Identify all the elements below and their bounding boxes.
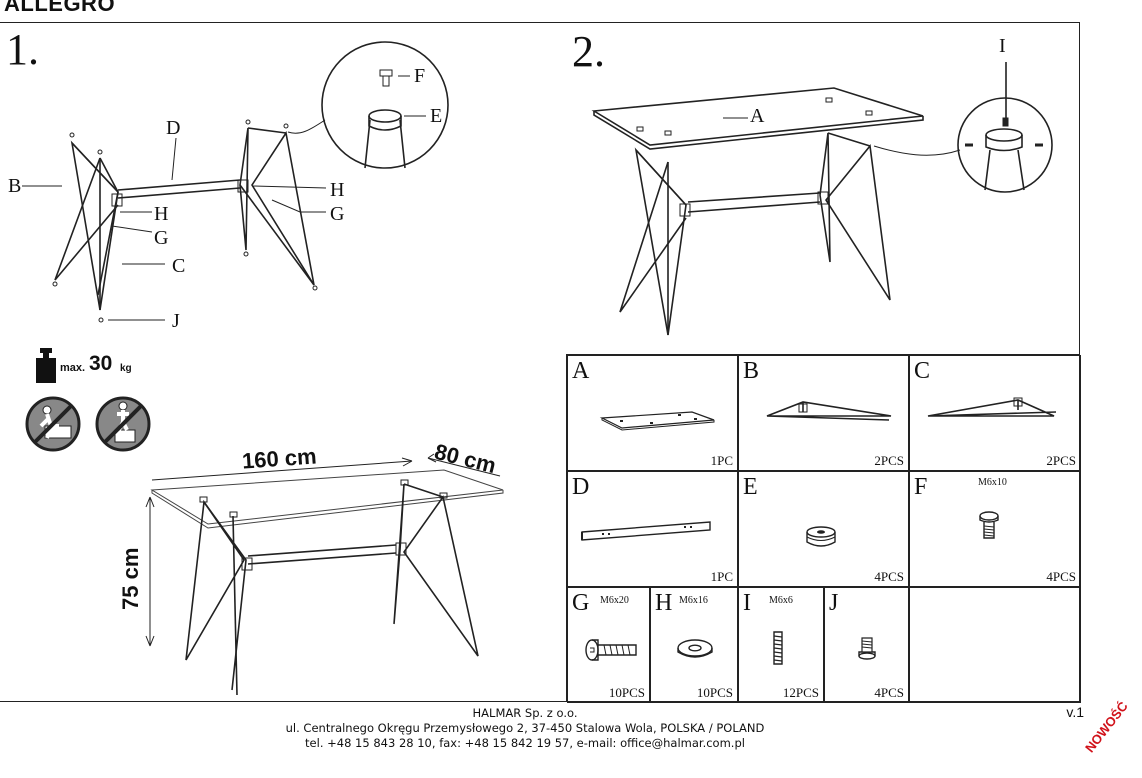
part-letter: D: [572, 474, 590, 500]
dimension-height: 75 cm: [118, 547, 143, 610]
part-letter: B: [743, 358, 760, 384]
part-spec: M6x6: [769, 595, 793, 606]
part-spec: M6x16: [679, 595, 708, 606]
part-cell-i: I M6x6 12PCS: [738, 587, 824, 703]
parts-list: A 1PC B 2PCS C 2PCS D 1PC: [566, 354, 1081, 703]
part-letter: A: [572, 358, 590, 384]
part-cell-a: A 1PC: [567, 355, 738, 471]
max-weight-unit: kg: [120, 363, 132, 374]
step-1-label-d: D: [166, 117, 181, 139]
part-letter: J: [829, 590, 839, 616]
part-cell-d: D 1PC: [567, 471, 738, 587]
step-2-label-i: I: [999, 35, 1006, 57]
part-cell-e: E 4PCS: [738, 471, 909, 587]
part-qty: 4PCS: [1046, 569, 1076, 584]
part-cell-f: F M6x10 4PCS: [909, 471, 1081, 587]
step-2-table-drawing: [591, 62, 1053, 336]
step-1-label-h-left: H: [154, 203, 169, 225]
footer-contact: tel. +48 15 843 28 10, fax: +48 15 842 1…: [305, 736, 745, 750]
beam-icon: [581, 521, 711, 541]
part-qty: 4PCS: [874, 569, 904, 584]
grub-screw-i-icon: [773, 631, 783, 665]
part-qty: 2PCS: [1046, 453, 1076, 468]
step-1-label-f: F: [414, 65, 426, 87]
part-letter: F: [914, 474, 928, 500]
no-standing-icon: [95, 396, 151, 452]
part-qty: 10PCS: [696, 685, 733, 700]
part-cell-g: G M6x20 10PCS: [567, 587, 650, 703]
part-cell-b: B 2PCS: [738, 355, 909, 471]
version-label: v.1: [1066, 704, 1084, 720]
part-cell-h: H M6x16 10PCS: [650, 587, 738, 703]
part-spec: M6x20: [600, 595, 629, 606]
max-weight-value: 30: [89, 352, 113, 375]
max-weight-prefix: max.: [60, 362, 86, 374]
part-letter: I: [743, 590, 751, 616]
part-cell-c: C 2PCS: [909, 355, 1081, 471]
washer-h-icon: [677, 639, 713, 658]
frame-c-icon: [927, 397, 1057, 417]
step-1-label-g-left: G: [154, 227, 169, 249]
part-letter: G: [572, 590, 590, 616]
step-1-label-b: B: [8, 175, 22, 197]
step-1-label-c: C: [172, 255, 186, 277]
footer-address: ul. Centralnego Okręgu Przemysłowego 2, …: [285, 721, 765, 735]
bolt-f-icon: [979, 511, 999, 539]
part-qty: 12PCS: [782, 685, 819, 700]
dimension-table-drawing: [145, 453, 504, 696]
step-1-frame-drawing: [22, 41, 449, 323]
spacer-e-icon: [806, 526, 836, 547]
step-1-number: 1.: [6, 25, 39, 74]
part-letter: E: [743, 474, 758, 500]
part-cell-j: J 4PCS: [824, 587, 909, 703]
part-qty: 2PCS: [874, 453, 904, 468]
part-spec: M6x10: [978, 477, 1007, 488]
part-qty: 4PCS: [874, 685, 904, 700]
glass-top-icon: [599, 411, 715, 431]
part-cell-empty: [909, 587, 1081, 703]
footer-company: HALMAR Sp. z o.o.: [472, 706, 578, 720]
step-1-label-e: E: [430, 105, 443, 127]
step-2-number: 2.: [572, 27, 605, 76]
part-qty: 10PCS: [608, 685, 645, 700]
step-1-label-g-right: G: [330, 203, 345, 225]
bolt-g-icon: [585, 639, 637, 661]
glider-j-icon: [858, 637, 876, 660]
step-1-label-h-right: H: [330, 179, 345, 201]
part-letter: C: [914, 358, 931, 384]
step-2-label-a: A: [750, 105, 765, 127]
new-badge: NOWOŚĆ: [1082, 698, 1131, 756]
step-1-label-j: J: [172, 310, 180, 332]
part-qty: 1PC: [710, 453, 733, 468]
weight-icon: [36, 348, 56, 383]
part-qty: 1PC: [710, 569, 733, 584]
part-letter: H: [655, 590, 673, 616]
no-sitting-icon: [25, 396, 81, 452]
frame-b-icon: [766, 401, 892, 421]
document-title: ALLEGRO: [4, 0, 116, 16]
dimension-length: 160 cm: [241, 443, 318, 474]
